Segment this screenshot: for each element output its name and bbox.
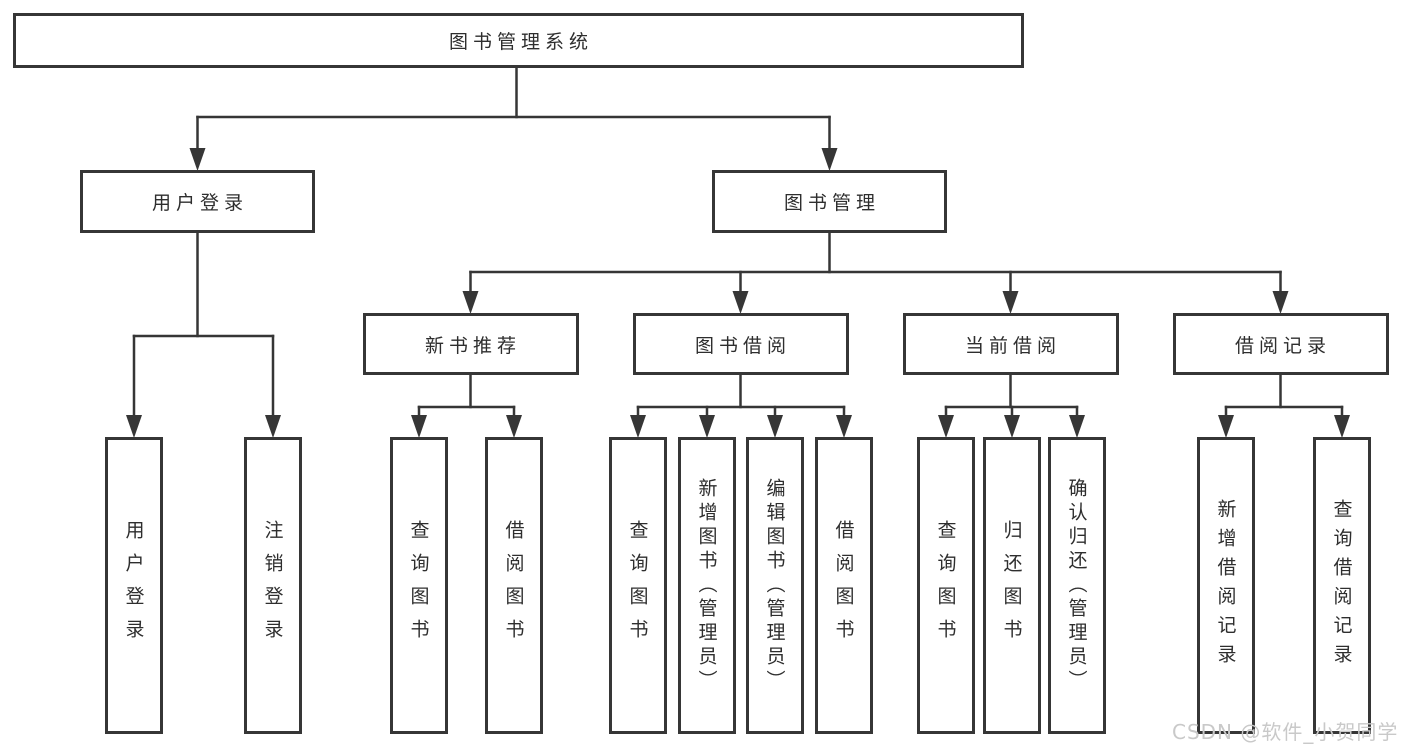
leaf-return-book: 归还图书: [983, 437, 1041, 734]
leaf-borrow-book: 借阅图书: [815, 437, 873, 734]
node-new-book-recommend: 新书推荐: [362, 313, 579, 375]
leaf-borrow-query-book: 查询图书: [609, 437, 667, 734]
node-book-management: 图书管理: [712, 170, 947, 233]
leaf-add-book-admin: 新增图书（管理员）: [678, 437, 736, 734]
node-user-login: 用户登录: [80, 170, 315, 233]
node-current-borrow: 当前借阅: [902, 313, 1119, 375]
node-user-login-label: 用户登录: [151, 192, 248, 214]
node-book-borrow: 图书借阅: [632, 313, 849, 375]
leaf-query-borrow-record-label: 查询借阅记录: [1330, 498, 1353, 673]
leaf-logout-label: 注销登录: [261, 519, 284, 652]
node-current-borrow-label: 当前借阅: [964, 334, 1061, 357]
leaf-current-query-book-label: 查询图书: [934, 519, 957, 652]
leaf-confirm-return-admin-label: 确认归还（管理员）: [1065, 477, 1088, 694]
node-book-management-label: 图书管理: [783, 192, 880, 214]
leaf-return-book-label: 归还图书: [1000, 519, 1023, 652]
leaf-borrow-query-book-label: 查询图书: [626, 519, 649, 652]
leaf-edit-book-admin: 编辑图书（管理员）: [746, 437, 804, 734]
csdn-watermark: CSDN @软件_小贺同学: [1172, 720, 1399, 744]
leaf-add-borrow-record: 新增借阅记录: [1197, 437, 1255, 734]
node-root-label: 图书管理系统: [448, 31, 593, 53]
leaf-confirm-return-admin: 确认归还（管理员）: [1048, 437, 1106, 734]
leaf-newbook-query-book: 查询图书: [390, 437, 448, 734]
leaf-newbook-borrow-book-label: 借阅图书: [502, 519, 525, 652]
node-new-book-recommend-label: 新书推荐: [424, 334, 521, 357]
node-book-borrow-label: 图书借阅: [694, 334, 791, 357]
leaf-add-book-admin-label: 新增图书（管理员）: [695, 477, 718, 694]
node-borrow-record: 借阅记录: [1172, 313, 1389, 375]
leaf-borrow-book-label: 借阅图书: [832, 519, 855, 652]
leaf-logout: 注销登录: [244, 437, 302, 734]
leaf-current-query-book: 查询图书: [917, 437, 975, 734]
leaf-user-login-label: 用户登录: [122, 519, 145, 652]
node-borrow-record-label: 借阅记录: [1234, 334, 1331, 357]
leaf-add-borrow-record-label: 新增借阅记录: [1214, 498, 1237, 673]
arrowheads: [126, 148, 1350, 438]
leaf-newbook-borrow-book: 借阅图书: [485, 437, 543, 734]
leaf-edit-book-admin-label: 编辑图书（管理员）: [763, 477, 786, 694]
node-root: 图书管理系统: [13, 13, 1024, 68]
leaf-user-login: 用户登录: [105, 437, 163, 734]
leaf-query-borrow-record: 查询借阅记录: [1313, 437, 1371, 734]
leaf-newbook-query-book-label: 查询图书: [407, 519, 430, 652]
